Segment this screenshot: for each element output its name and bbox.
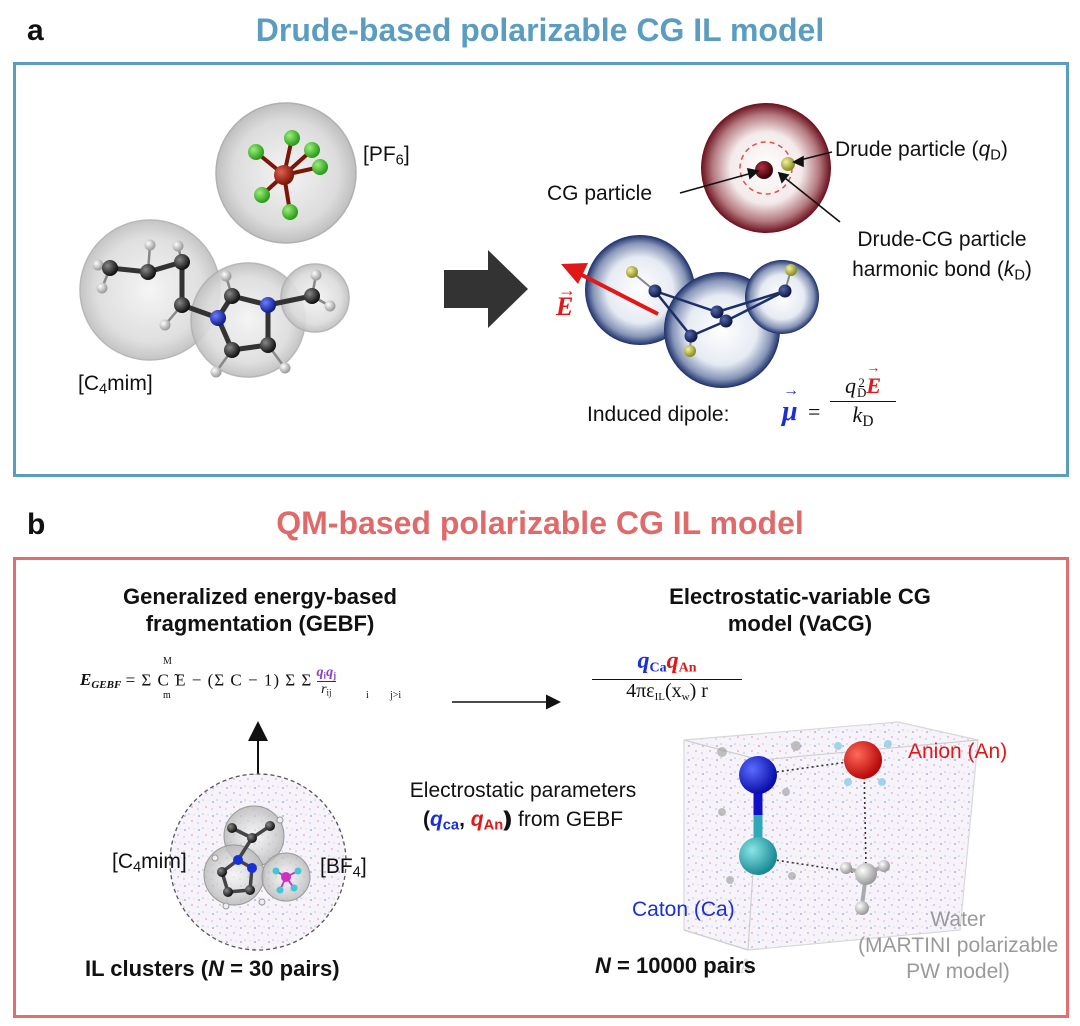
vacg-water-label: Water (MARTINI polarizable PW model) [858, 908, 1059, 983]
water-bead-bottom [855, 901, 869, 915]
system-size-label: N = 10000 pairs [595, 953, 756, 978]
water-center-bead [855, 863, 877, 885]
electrostatic-params-label: Electrostatic parameters (qca, qAn)) fro… [409, 779, 637, 834]
coulomb-numerator: qCaqAn [637, 648, 697, 676]
cluster-bf4-label: [BF4] [320, 855, 367, 881]
panel-b-title: QM-based polarizable CG IL model [276, 505, 804, 541]
il-clusters-label: IL clusters (N = 30 pairs) [85, 956, 340, 981]
cluster-c4mim-label: [C4mim] [112, 850, 187, 876]
anion-ghost-atoms [834, 740, 892, 786]
cluster-cation-ring-sphere [203, 844, 265, 906]
box-dimension-label: 163 Å [708, 957, 753, 977]
cation-head-bead [739, 756, 777, 794]
field-arrow-shaft [579, 272, 659, 316]
pf6-label: [PF6] [363, 143, 410, 169]
gebf-equation: EGEBF = Σ C ̃E − (Σ C − 1) Σ Σ qiqj rij [80, 665, 337, 698]
anion-drude-particle [781, 157, 795, 171]
panel-a-diagram [79, 102, 841, 388]
panel-a-title: Drude-based polarizable CG IL model [255, 12, 825, 48]
panel-a-letter: a [27, 14, 44, 47]
pf6-atoms [248, 130, 328, 220]
vacg-cation-label: Caton (Ca) [632, 898, 735, 921]
vacg-anion-label: Anion (An) [908, 740, 1008, 763]
transform-arrow [444, 250, 528, 328]
label-pointers [679, 151, 841, 223]
drude-particle-label: Drude particle (qD) [835, 138, 1008, 164]
panel-a-frame [13, 62, 1069, 477]
anion-bead [844, 741, 882, 779]
cluster-bf4-atoms [272, 867, 302, 894]
c4mim-label: [C4mim] [78, 372, 153, 398]
gebf-title: Generalized energy-based fragmentation (… [123, 584, 397, 636]
c4mim-atoms [92, 239, 336, 378]
cation-tail-bead [739, 837, 777, 875]
cluster-atoms [211, 816, 284, 910]
vacg-title: Electrostatic-variable CG model (VaCG) [669, 584, 931, 636]
dipole-symbol: →μ [782, 382, 799, 427]
coulomb-denominator: 4πεIL(xw) r [626, 679, 708, 703]
bond-label-line1: Drude-CG particle [857, 228, 1027, 251]
water-bead-left [840, 862, 852, 874]
eq-sum-bottom-j: j>i [390, 690, 402, 701]
eq-sum-bottom-m: m [163, 690, 171, 701]
cg-particle-label: CG particle [547, 182, 653, 205]
induced-dipole-label: Induced dipole: [587, 403, 730, 426]
anion-cg-core [755, 161, 773, 179]
bond-label-line2: harmonic bond (kD) [852, 258, 1032, 284]
interaction-lines [761, 759, 867, 875]
dipole-equals: = [808, 399, 821, 424]
dipole-denominator: kD [852, 402, 874, 430]
water-bead-right [878, 860, 890, 872]
panel-b-letter: b [27, 508, 46, 541]
panel-b-frame [13, 557, 1069, 1018]
cation-sphere-right [745, 260, 819, 334]
eq-sum-top: M [163, 656, 172, 667]
field-symbol: →E [556, 280, 576, 321]
field-arrow-head [561, 263, 588, 284]
eq-sum-bottom-i: i [366, 690, 369, 701]
cation-ghost-atoms [717, 741, 801, 884]
bond-label: Drude-CG particle harmonic bond (kD) [822, 225, 1062, 291]
cation-particles [626, 264, 797, 357]
coulomb-formula: qCaqAn 4πεIL(xw) r [592, 648, 742, 703]
